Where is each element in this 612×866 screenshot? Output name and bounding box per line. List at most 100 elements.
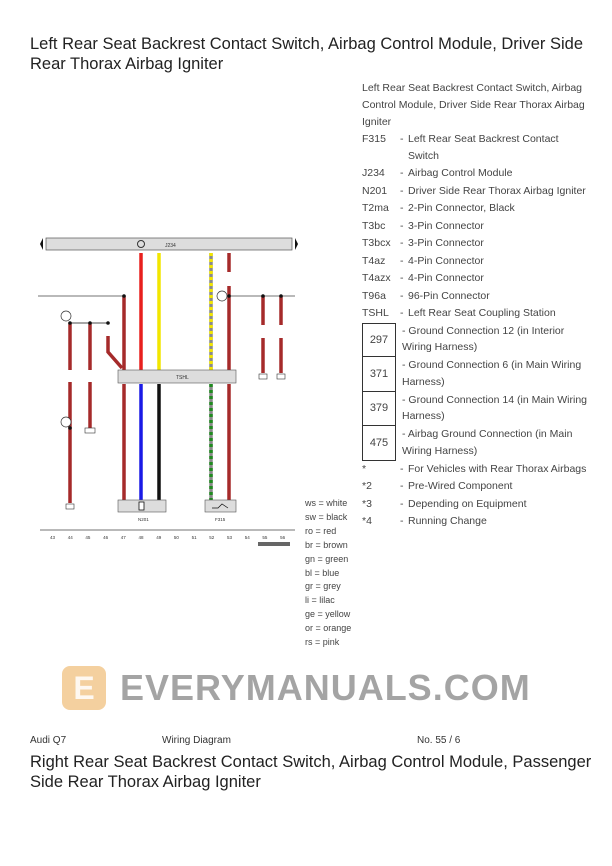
legend-desc: 4-Pin Connector [408,254,484,267]
legend-item: T4azx-4-Pin Connector [362,270,592,287]
switch-box [204,499,237,513]
ground-number: 297 [362,322,396,357]
footer-model: Audi Q7 [30,735,67,746]
legend-item: T3bc-3-Pin Connector [362,218,592,235]
legend-code: TSHL [362,307,389,319]
legend-code: *2 [362,480,372,492]
arrow-left-icon [40,238,43,250]
ground-point-icon [60,416,72,428]
legend-item: *3 -Depending on Equipment [362,496,592,513]
junction-dot [106,321,110,325]
legend-code: * [362,462,367,475]
igniter-icon [138,501,145,511]
junction-dot [68,426,72,430]
column-number: 48 [139,535,145,540]
legend-code: *4 [362,515,372,527]
notes-list: *-For Vehicles with Rear Thorax Airbags*… [362,461,592,530]
legend-code: T96a [362,289,386,302]
legend-desc: Driver Side Rear Thorax Airbag Igniter [408,184,586,197]
coupling-station-bar [117,369,237,384]
ground-item: 379- Ground Connection 14 (in Main Wirin… [362,391,592,426]
legend-item: F315 -Left Rear Seat Backrest Contact Swi… [362,131,592,164]
legend-item: J234-Airbag Control Module [362,165,592,182]
legend-item: *2-Pre-Wired Component [362,478,592,495]
legend-code: T4azx [362,272,391,284]
column-number: 51 [192,535,198,540]
junction-dot [88,321,92,325]
legend-dash: - [400,254,404,267]
ground-number: 371 [362,357,396,392]
legend-code: T3bc [362,219,386,232]
ground-item: 475- Airbag Ground Connection (in Main W… [362,426,592,461]
legend-code: T3bcx [362,237,391,249]
legend-code: N201 [362,184,388,197]
next-section-title: Right Rear Seat Backrest Contact Switch,… [30,753,592,791]
ground-desc-text: Ground Connection 14 (in Main Wiring Har… [402,393,588,423]
column-number: 47 [121,535,127,540]
legend-code: J234 [362,167,385,179]
switch-icon [212,503,229,509]
column-number: 49 [156,535,162,540]
legend-desc: Airbag Control Module [408,167,513,179]
column-number: 52 [209,535,215,540]
legend-code: T2ma [362,202,389,214]
junction-dot [261,294,265,298]
legend-desc: Left Rear Seat Backrest Contact Switch [408,133,559,162]
ground-number: 379 [362,391,396,426]
legend-desc: 96-Pin Connector [408,289,490,302]
column-number: 54 [245,535,251,540]
legend-dash: - [400,497,404,510]
legend-dash: - [400,202,404,214]
coupling-station-label: TSHL [176,375,189,381]
legend-item: *4-Running Change [362,513,592,530]
legend-desc: 4-Pin Connector [408,272,484,284]
ground-desc-text: Ground Connection 12 (in Interior Wiring… [402,324,565,354]
wire-color-entry: rs = pink [305,637,340,648]
ground-desc-text: Airbag Ground Connection (in Main Wiring… [402,428,573,457]
ground-terminal-icon [258,373,268,380]
column-number: 45 [85,535,91,540]
legend-item: *-For Vehicles with Rear Thorax Airbags [362,461,592,478]
wire-color-entry: br = brown [305,539,348,550]
legend-item: T2ma-2-Pin Connector, Black [362,200,592,217]
legend-heading: Left Rear Seat Backrest Contact Switch, … [362,82,585,128]
column-number: 55 [262,535,268,540]
ground-point-icon [60,310,72,322]
legend-item: T3bcx-3-Pin Connector [362,235,592,252]
legend-dash: - [400,515,404,527]
footer-page-number: No. 55 / 6 [417,735,461,746]
ground-desc: - Ground Connection 12 (in Interior Wiri… [402,324,565,354]
legend-dash: - [400,462,404,475]
wire-color-entry: gr = grey [305,581,341,592]
legend-desc: Depending on Equipment [408,497,527,510]
legend-dash: - [400,219,404,232]
airbag-icon [137,240,145,248]
legend-code: *3 [362,497,372,510]
column-number: 43 [50,535,56,540]
junction-dot [68,321,72,325]
igniter-label: N201 [138,517,149,522]
column-number: 46 [103,535,109,540]
wire-color-entry: bl = blue [305,567,340,578]
legend-dash: - [400,133,404,145]
diagram-reference-tag [258,542,290,546]
junction-dot [122,294,126,298]
legend-code: F315 [362,133,386,145]
legend-desc: 3-Pin Connector [408,237,484,249]
legend-dash: - [400,307,404,319]
legend-dash: - [400,272,404,284]
junction-dot [279,294,283,298]
wire-color-entry: or = orange [305,623,352,634]
watermark: EVERYMANUALS.COM [120,667,531,708]
ground-desc: - Ground Connection 6 (in Main Wiring Ha… [402,359,582,388]
wire-color-entry: li = lilac [305,595,335,606]
ground-point-icon [216,290,228,302]
legend-dash: - [400,237,404,249]
ground-terminal-icon [276,373,286,380]
ground-terminal-icon [84,427,96,434]
ground-desc: - Airbag Ground Connection (in Main Wiri… [402,428,573,457]
column-number: 56 [280,535,286,540]
column-number: 44 [68,535,74,540]
